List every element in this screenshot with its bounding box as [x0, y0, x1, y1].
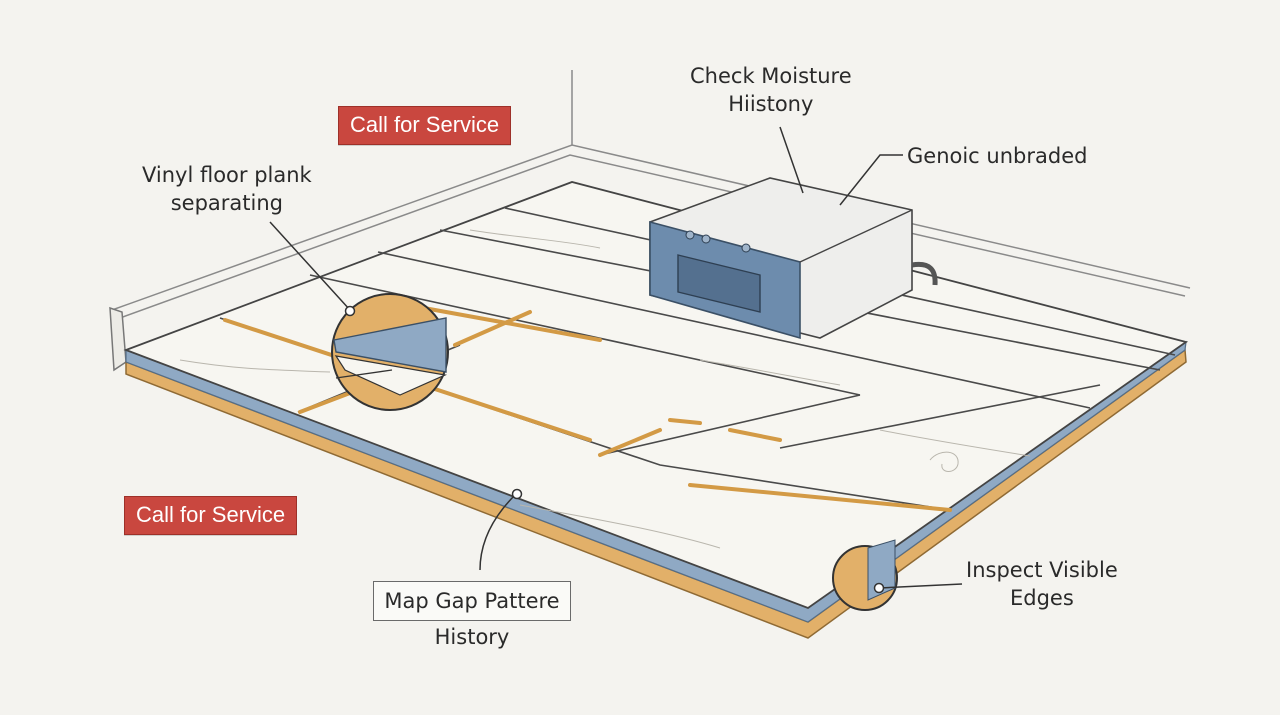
moisture-label-line1: Check Moisture [690, 64, 852, 88]
map-gap-pattern-box[interactable]: Map Gap Pattere [373, 581, 571, 621]
vinyl-label-line2: separating [170, 191, 283, 215]
genoic-label: Genoic unbraded [907, 144, 1088, 168]
magnifier-plank [331, 293, 449, 411]
call-for-service-button-top[interactable]: Call for Service [338, 106, 512, 145]
wall-lines [111, 70, 1191, 319]
leader-lines [269, 126, 963, 589]
inspect-edges-label: Inspect Visible Edges [966, 556, 1118, 612]
map-gap-history-label: History [434, 625, 510, 649]
leader-dots [344, 305, 885, 594]
inspect-label-line1: Inspect Visible [966, 558, 1118, 582]
wood-grain [179, 229, 1031, 549]
moisture-label-line2: Hiistony [728, 92, 814, 116]
inspect-label-line2: Edges [1009, 586, 1074, 610]
vinyl-plank-label: Vinyl floor plank separating [142, 161, 312, 217]
moisture-history-label: Check Moisture Hiistony [690, 62, 852, 118]
floor-surface [123, 181, 1189, 610]
device-unit [649, 177, 938, 340]
vinyl-label-line1: Vinyl floor plank [142, 163, 312, 187]
call-for-service-button-bottom[interactable]: Call for Service [124, 496, 298, 535]
